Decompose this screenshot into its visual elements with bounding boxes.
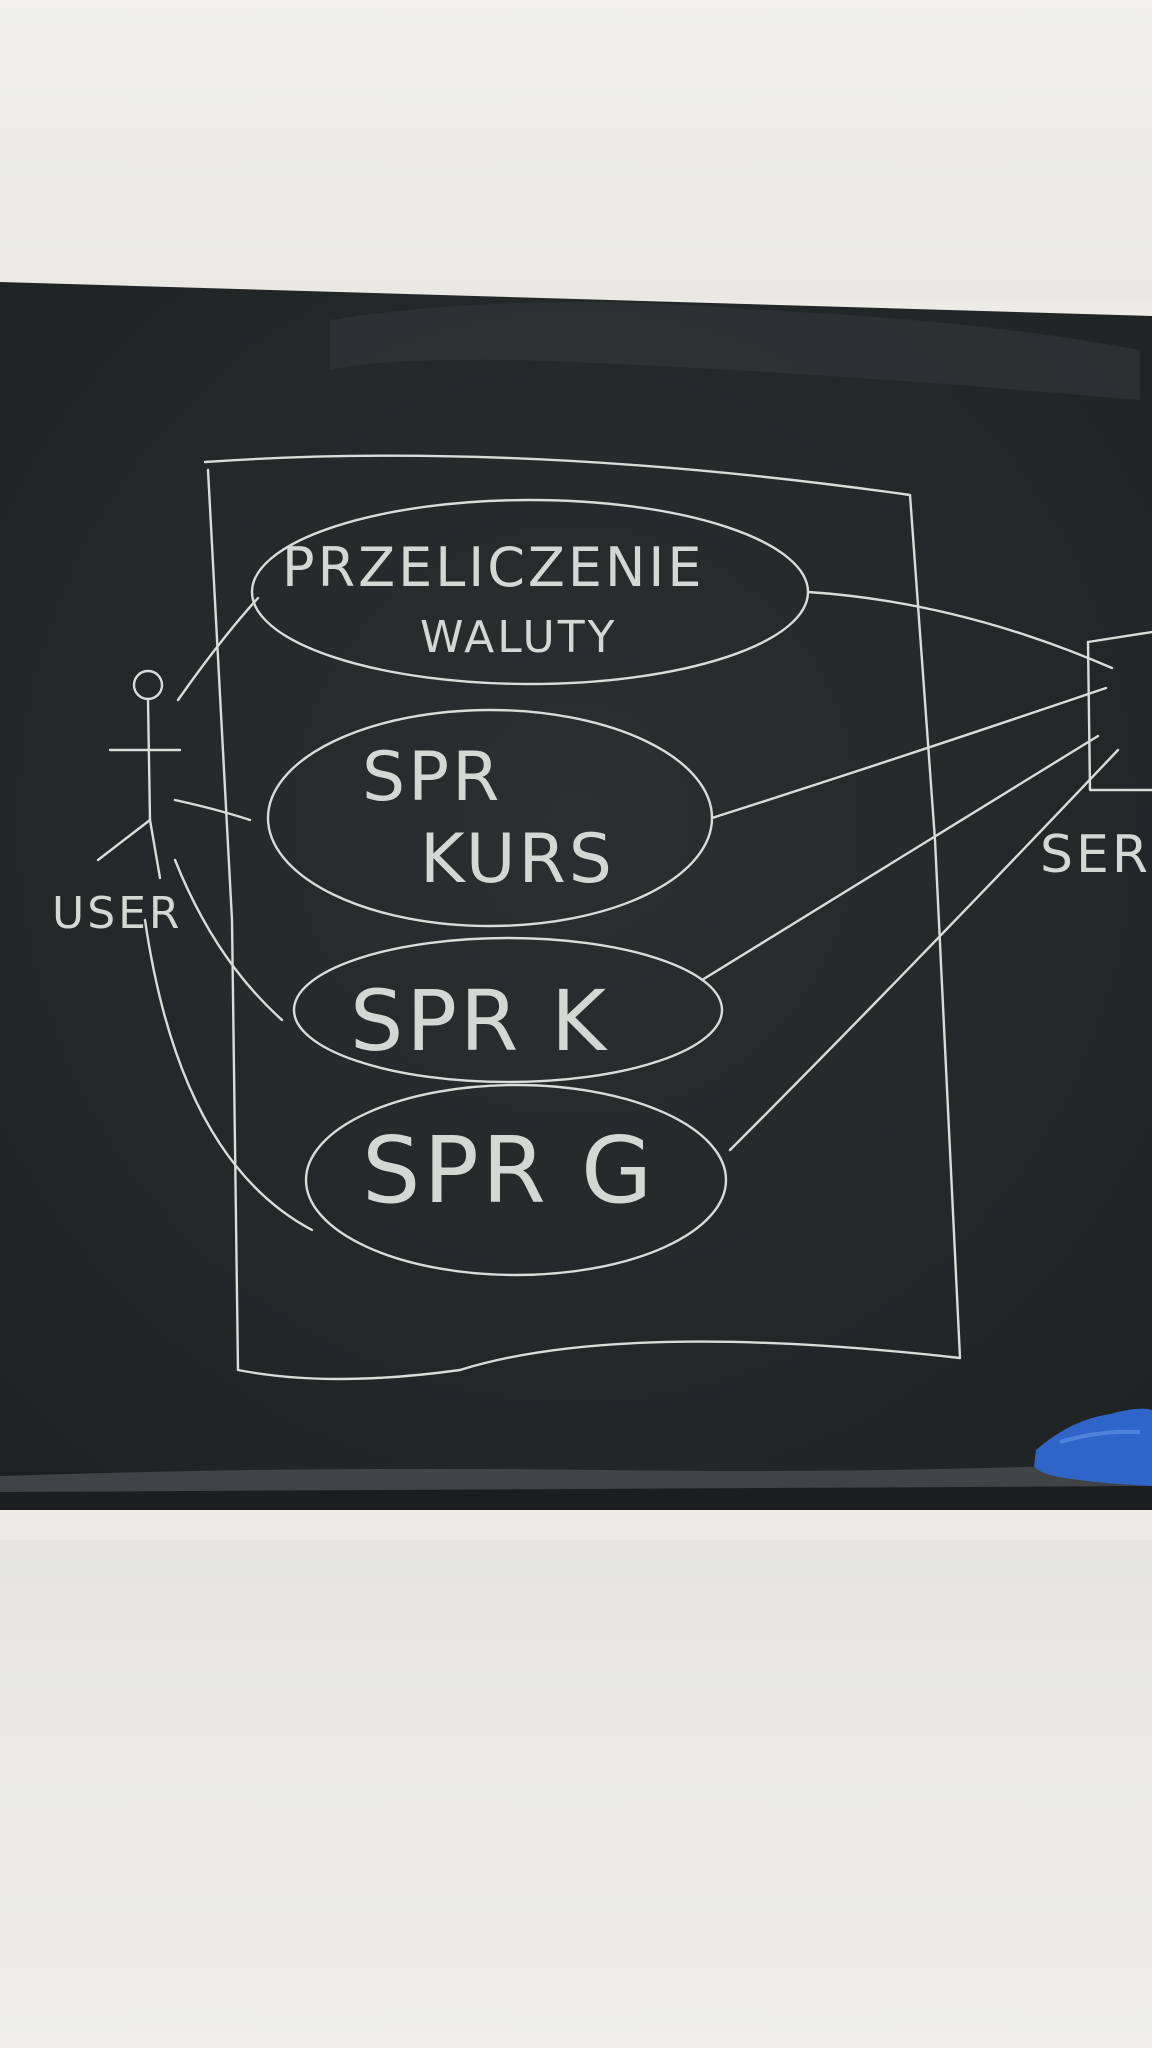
actor-stick-figure bbox=[96, 669, 182, 880]
assoc-uc1-server bbox=[806, 590, 1114, 670]
board-surface bbox=[0, 282, 1152, 1480]
assoc-actor-uc4 bbox=[143, 918, 314, 1232]
blue-cloth bbox=[1034, 1408, 1152, 1486]
server-box bbox=[1086, 630, 1152, 792]
use-case-2-line1: SPR bbox=[362, 738, 502, 817]
chalkboard: PRZELICZENIE WALUTY SPR KURS SPR K SPR G… bbox=[0, 280, 1152, 1550]
erased-smudge bbox=[330, 302, 1140, 400]
assoc-actor-uc1 bbox=[176, 596, 260, 702]
assoc-uc2-server bbox=[710, 686, 1108, 820]
assoc-actor-uc2 bbox=[173, 798, 252, 822]
use-case-2-line2: KURS bbox=[420, 820, 615, 899]
assoc-uc4-server bbox=[728, 748, 1120, 1152]
server-label: SER bbox=[1040, 825, 1151, 885]
assoc-uc3-server bbox=[700, 734, 1100, 982]
wall-top bbox=[0, 0, 1152, 300]
actor-label: USER bbox=[52, 888, 183, 939]
blue-cloth-fold bbox=[1059, 1429, 1141, 1444]
chalkboard-svg: PRZELICZENIE WALUTY SPR KURS SPR K SPR G… bbox=[0, 282, 1152, 1510]
use-case-ellipse-4 bbox=[304, 1083, 728, 1277]
use-case-3-label: SPR K bbox=[350, 972, 609, 1070]
system-boundary bbox=[203, 454, 962, 1381]
use-case-ellipse-3 bbox=[292, 936, 724, 1084]
use-case-4-label: SPR G bbox=[362, 1117, 655, 1224]
use-case-1-line1: PRZELICZENIE bbox=[282, 536, 704, 599]
chalk-dust-ledge bbox=[0, 1462, 1152, 1492]
assoc-actor-uc3 bbox=[173, 858, 284, 1022]
wall-bottom bbox=[0, 1540, 1152, 2048]
use-case-1-line2: WALUTY bbox=[420, 612, 617, 663]
